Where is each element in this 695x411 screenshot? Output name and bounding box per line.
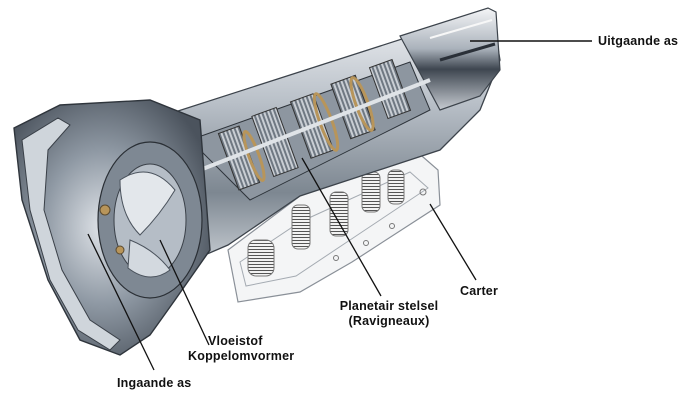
leader-ingaande-as [87, 233, 155, 371]
label-planetair-line-1: Planetair stelsel [339, 299, 439, 313]
output-gear [368, 58, 412, 120]
label-vloeistof-line-1: Vloeistof [208, 334, 263, 348]
spring-2 [329, 191, 349, 237]
spring-4 [387, 169, 405, 205]
bell-housing [13, 99, 211, 356]
leader-carter [429, 203, 477, 281]
label-vloeistof-koppelomvormer: Vloeistof Koppelomvormer [188, 334, 298, 364]
spring-1 [291, 204, 311, 250]
label-planetair-stelsel: Planetair stelsel (Ravigneaux) [329, 299, 449, 329]
label-vloeistof-line-2: Koppelomvormer [188, 349, 295, 363]
leader-koppelomvormer [159, 239, 210, 346]
label-uitgaande-as: Uitgaande as [598, 34, 679, 48]
tailshaft-housing [399, 7, 501, 111]
leader-lines [87, 40, 592, 371]
main-shaft [199, 78, 431, 172]
spring-3 [361, 171, 381, 213]
brass-ring-2 [349, 76, 375, 132]
label-carter: Carter [460, 284, 499, 298]
gear-train [189, 58, 431, 201]
label-ingaande-as: Ingaande as [117, 376, 192, 390]
label-planetair-line-2: (Ravigneaux) [348, 314, 430, 328]
valve-body-carter [227, 149, 441, 303]
brass-ring-3 [242, 130, 266, 182]
spring-5 [247, 239, 275, 277]
leader-planetair-stelsel [301, 157, 382, 297]
